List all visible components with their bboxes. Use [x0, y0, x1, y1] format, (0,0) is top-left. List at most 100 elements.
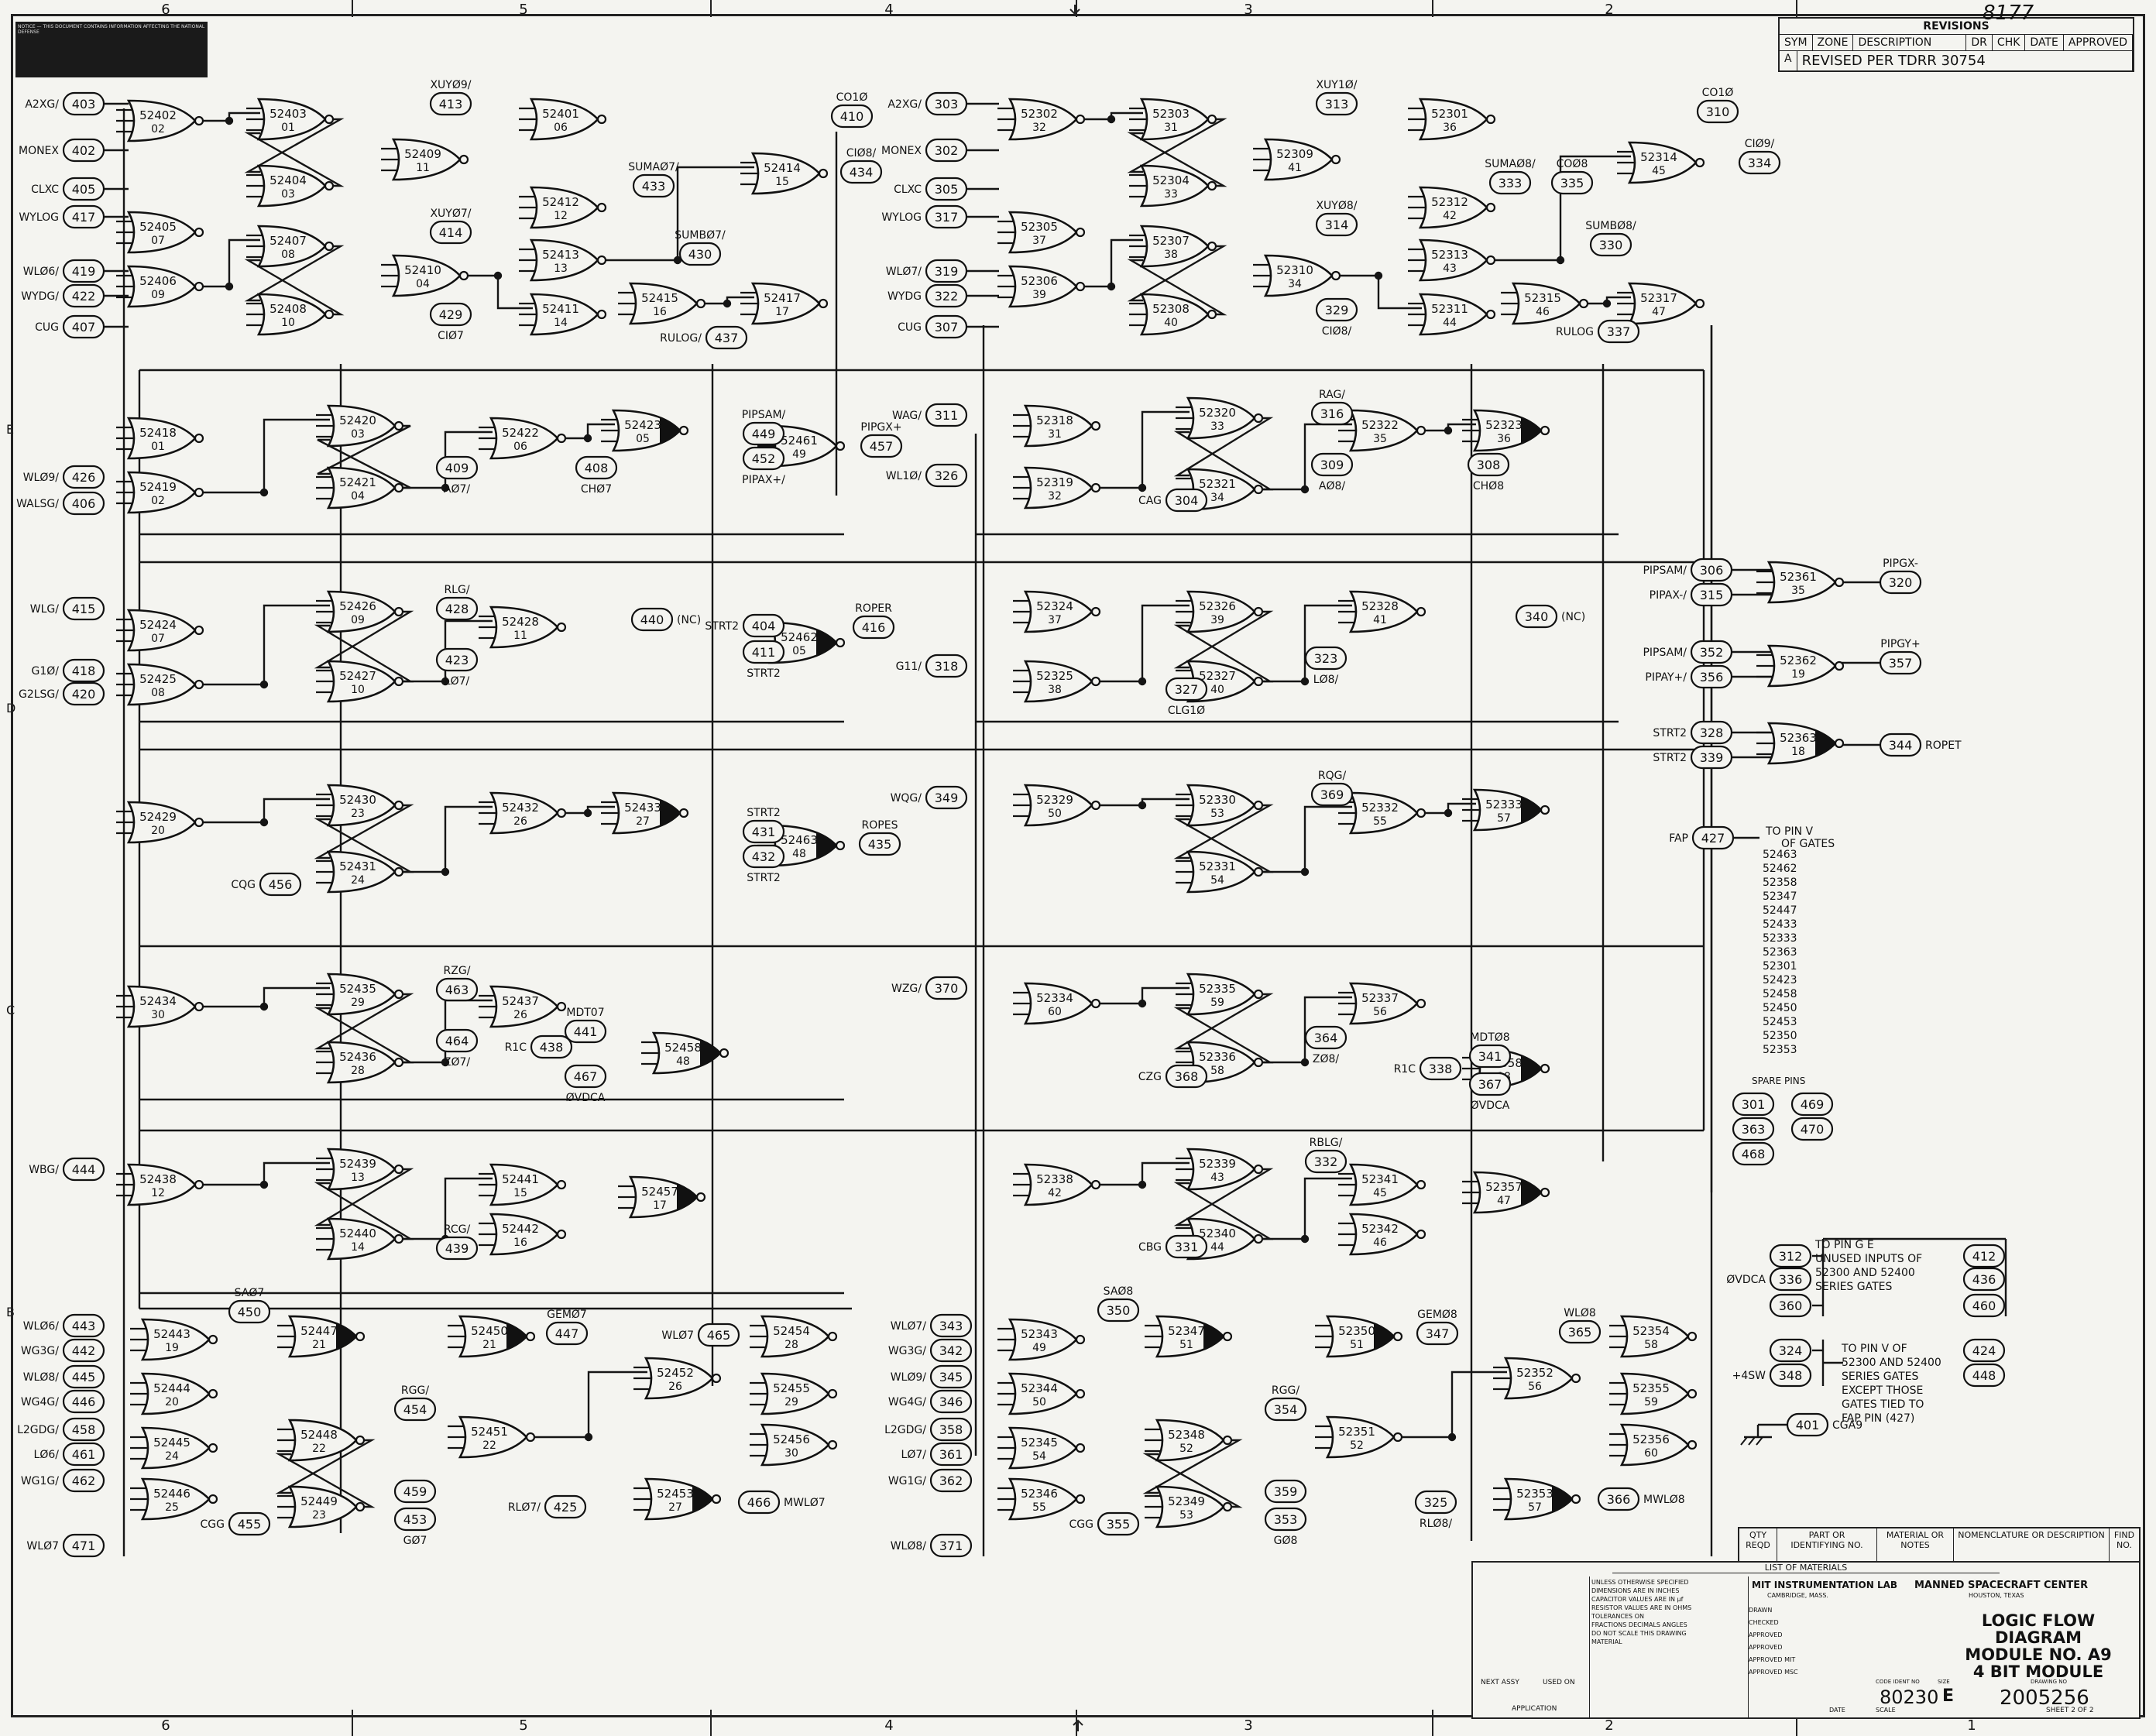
gate-body — [1008, 265, 1078, 308]
pin-oval — [62, 314, 105, 339]
gate-fill-mark — [1521, 1178, 1541, 1206]
gate-position: 34 — [1210, 492, 1224, 504]
gate-number: 52363 — [1780, 731, 1817, 745]
gate-position: 13 — [351, 1172, 365, 1184]
junction-dot — [1444, 808, 1453, 818]
gate-number: 52461 — [781, 434, 818, 448]
inversion-bubble — [1687, 1331, 1698, 1342]
gate-body — [1627, 282, 1698, 325]
gate-number: 52419 — [139, 480, 177, 494]
gate-number: 52327 — [1199, 669, 1236, 683]
gate-position: 54 — [1210, 874, 1224, 887]
pin-oval — [62, 259, 105, 283]
gate-position: 37 — [1048, 614, 1062, 626]
inversion-bubble — [1392, 1331, 1403, 1342]
pin-number: 417 — [72, 210, 96, 225]
gate-number: 52361 — [1780, 570, 1817, 584]
inversion-bubble — [1485, 114, 1496, 125]
pin-oval — [1097, 1298, 1140, 1323]
junction-dot — [441, 867, 450, 877]
pin-oval — [1879, 650, 1922, 675]
inversion-bubble — [1834, 660, 1845, 671]
pin-number: 311 — [935, 408, 959, 423]
gate-number: 52440 — [339, 1227, 376, 1240]
signal-name: CO1Ø — [836, 91, 868, 104]
pin-number: 361 — [939, 1447, 963, 1462]
pin-number: 447 — [555, 1326, 579, 1341]
gate-number: 52318 — [1036, 413, 1073, 427]
gate-fill-mark — [1374, 1323, 1394, 1350]
gate-number: 52420 — [339, 413, 376, 427]
pin-number: 465 — [707, 1328, 731, 1343]
signal-name: CBG — [1138, 1241, 1162, 1254]
signal-name: CIØ8/ — [1322, 325, 1352, 338]
gate-number: 52448 — [300, 1428, 338, 1442]
pin-oval — [1732, 1141, 1775, 1166]
pin-oval — [1732, 1092, 1775, 1117]
revisions-table: REVISIONS SYM ZONE DESCRIPTION DR CHK DA… — [1778, 17, 2134, 72]
title-line-2: MODULE NO. A9 — [1965, 1645, 2112, 1664]
pin-oval — [925, 463, 968, 488]
gate-number: 52303 — [1152, 107, 1190, 121]
gate-fill-mark — [692, 1485, 712, 1513]
signal-name: CIØ8/ — [846, 147, 877, 160]
pin-oval — [435, 647, 479, 672]
junction-dot — [583, 808, 592, 818]
pin-oval — [545, 1321, 589, 1346]
wire — [1142, 1453, 1243, 1508]
pin-number: 402 — [72, 143, 96, 158]
gate-body — [1023, 590, 1093, 633]
signal-name: WALSG/ — [16, 498, 59, 510]
gate-fill-mark — [677, 1183, 697, 1211]
junction-dot — [225, 282, 234, 291]
pin-oval — [1962, 1244, 2006, 1268]
code-ident: 80230 — [1880, 1686, 1939, 1708]
pin-oval — [1467, 452, 1510, 477]
gate-body — [256, 164, 327, 208]
fap-gate-number: 52433 — [1763, 918, 1797, 931]
gate-number: 52351 — [1338, 1425, 1375, 1439]
gate-body — [760, 1423, 830, 1467]
gate-number: 52355 — [1632, 1381, 1670, 1395]
ground-hatch — [1748, 1436, 1756, 1446]
inversion-bubble — [194, 115, 204, 126]
gate-number: 52339 — [1199, 1157, 1236, 1171]
signal-name: G1Ø/ — [32, 665, 60, 678]
gate-body — [126, 417, 197, 460]
pin-number: 303 — [935, 97, 959, 112]
pin-oval — [1597, 319, 1640, 344]
pin-number: 333 — [1499, 176, 1523, 190]
gate-position: 08 — [281, 249, 295, 261]
pin-oval — [929, 1313, 973, 1338]
signal-name: WAG/ — [892, 410, 922, 422]
gate-number: 52449 — [300, 1494, 338, 1508]
pin-number: 337 — [1607, 324, 1631, 339]
wire — [244, 118, 345, 173]
signal-name: SUMBØ8/ — [1585, 220, 1636, 232]
pin-number: 305 — [935, 182, 959, 197]
fap-gate-number: 52458 — [1763, 988, 1797, 1000]
signal-name: SAØ8 — [1104, 1285, 1134, 1298]
gate-body — [1023, 660, 1093, 703]
pin-number: 449 — [752, 427, 776, 441]
gate-position: 54 — [1032, 1450, 1046, 1463]
pin-oval — [435, 977, 479, 1002]
pin-oval — [1769, 1293, 1812, 1318]
mat-col-nomenclature: NOMENCLATURE OR DESCRIPTION — [1954, 1528, 2110, 1564]
wiring — [104, 102, 2007, 1556]
gate-number: 52432 — [502, 801, 539, 815]
pin-number: 340 — [1525, 609, 1549, 624]
